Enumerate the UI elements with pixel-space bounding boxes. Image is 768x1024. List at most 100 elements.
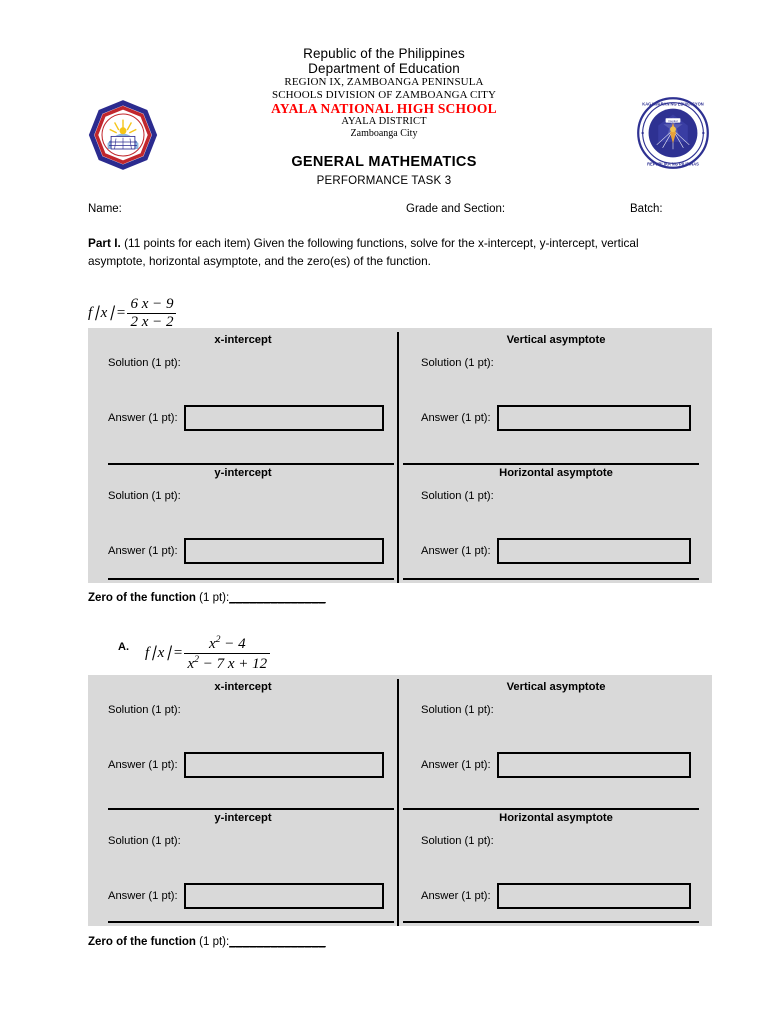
zero-of-function-blank-1[interactable]: ______________ [229, 592, 326, 604]
zero-of-function-line-1: Zero of the function (1 pt):____________… [88, 592, 326, 604]
page-subtitle: PERFORMANCE TASK 3 [316, 175, 452, 187]
header-line-city: Zamboanga City [350, 127, 418, 139]
answer-label-horizontal-asymptote-2: Answer (1 pt): [421, 890, 491, 902]
quadrant-y-intercept-2: y-intercept Solution (1 pt): Answer (1 p… [90, 812, 396, 909]
solution-label-horizontal-asymptote-2: Solution (1 pt): [421, 835, 494, 847]
zero-of-function-points-1: (1 pt): [195, 592, 230, 604]
header-line-deped: Department of Education [308, 61, 460, 77]
answer-label-y-intercept-1: Answer (1 pt): [108, 545, 178, 557]
svg-text:DepEd: DepEd [668, 119, 677, 123]
quadrant-y-intercept-1: y-intercept Solution (1 pt): Answer (1 p… [90, 467, 396, 564]
answer-row-horizontal-asymptote-2: Answer (1 pt): [403, 847, 709, 909]
answer-box-horizontal-asymptote-2[interactable] [496, 883, 691, 909]
quadrant-title-y-intercept-2: y-intercept [214, 812, 272, 824]
quadrant-horizontal-asymptote-1: Horizontal asymptote Solution (1 pt): An… [403, 467, 709, 564]
quadrant-vertical-asymptote-1: Vertical asymptote Solution (1 pt): Answ… [403, 334, 709, 431]
row-divider-left-1 [108, 463, 394, 465]
solution-label-y-intercept-1: Solution (1 pt): [108, 490, 181, 502]
ayala-national-high-school-seal-icon [88, 100, 158, 170]
solution-label-vertical-asymptote-1: Solution (1 pt): [421, 357, 494, 369]
zero-of-function-blank-2[interactable]: ______________ [229, 936, 326, 948]
fraction-1: 6 x − 9 2 x − 2 [127, 296, 177, 332]
function-notation-2: f∣x∣= [145, 645, 184, 662]
header-line-republic: Republic of the Philippines [303, 46, 465, 61]
svg-text:KAGAWARAN NG EDUKASYON: KAGAWARAN NG EDUKASYON [642, 102, 703, 107]
name-label: Name: [88, 203, 122, 215]
function-formula-2: f∣x∣= x2 − 4 x2 − 7 x + 12 [145, 634, 271, 674]
quadrant-title-horizontal-asymptote-2: Horizontal asymptote [499, 812, 613, 824]
function-notation-1: f∣x∣= [88, 305, 127, 322]
clipped-row-divider-left-2 [108, 921, 394, 923]
school-header-text: Republic of the Philippines Department o… [184, 46, 584, 139]
solution-label-y-intercept-2: Solution (1 pt): [108, 835, 181, 847]
zero-of-function-label-1: Zero of the function [88, 592, 196, 604]
answer-box-x-intercept-2[interactable] [183, 752, 384, 778]
instructions-body: (11 points for each item) Given the foll… [88, 236, 639, 269]
svg-text:REPUBLIKA NG PILIPINAS: REPUBLIKA NG PILIPINAS [647, 162, 699, 167]
numerator-2: x2 − 4 [184, 634, 271, 655]
answer-row-vertical-asymptote-2: Answer (1 pt): [403, 716, 709, 778]
quadrant-title-y-intercept-1: y-intercept [214, 467, 272, 479]
solution-label-vertical-asymptote-2: Solution (1 pt): [421, 704, 494, 716]
answer-label-y-intercept-2: Answer (1 pt): [108, 890, 178, 902]
answer-row-horizontal-asymptote-1: Answer (1 pt): [403, 502, 709, 564]
clipped-row-divider-left-1 [108, 578, 394, 580]
vertical-divider-2 [397, 679, 399, 926]
quadrant-title-x-intercept-2: x-intercept [214, 681, 272, 693]
answer-box-y-intercept-1[interactable] [183, 538, 384, 564]
answer-row-x-intercept-1: Answer (1 pt): [90, 369, 396, 431]
clipped-row-divider-right-2 [403, 921, 699, 923]
row-divider-right-1 [403, 463, 699, 465]
batch-label: Batch: [630, 203, 663, 215]
quadrant-x-intercept-1: x-intercept Solution (1 pt): Answer (1 p… [90, 334, 396, 431]
answer-row-y-intercept-1: Answer (1 pt): [90, 502, 396, 564]
solution-label-x-intercept-2: Solution (1 pt): [108, 704, 181, 716]
header-line-school: AYALA NATIONAL HIGH SCHOOL [271, 100, 497, 116]
solution-label-x-intercept-1: Solution (1 pt): [108, 357, 181, 369]
page-title: GENERAL MATHEMATICS [291, 154, 477, 170]
answer-box-horizontal-asymptote-1[interactable] [496, 538, 691, 564]
header-line-district: AYALA DISTRICT [341, 115, 427, 127]
department-of-education-seal-icon: DepEd KAGAWARAN NG EDUKASYON REPUBLIKA N… [636, 96, 710, 170]
quadrant-title-vertical-asymptote-2: Vertical asymptote [506, 681, 606, 693]
instructions-part-label: Part I. [88, 236, 121, 250]
denominator-2: x2 − 7 x + 12 [187, 654, 268, 673]
quadrant-horizontal-asymptote-2: Horizontal asymptote Solution (1 pt): An… [403, 812, 709, 909]
solution-label-horizontal-asymptote-1: Solution (1 pt): [421, 490, 494, 502]
row-divider-right-2 [403, 808, 699, 810]
zero-of-function-label-2: Zero of the function [88, 936, 196, 948]
quadrant-title-horizontal-asymptote-1: Horizontal asymptote [499, 467, 613, 479]
item-letter-a: A. [118, 641, 129, 653]
vertical-divider-1 [397, 332, 399, 583]
header-line-region: REGION IX, ZAMBOANGA PENINSULA [284, 76, 484, 89]
function-formula-1: f∣x∣= 6 x − 9 2 x − 2 [88, 296, 177, 332]
grade-and-section-label: Grade and Section: [406, 203, 506, 215]
answer-label-horizontal-asymptote-1: Answer (1 pt): [421, 545, 491, 557]
answer-box-y-intercept-2[interactable] [183, 883, 384, 909]
answer-row-x-intercept-2: Answer (1 pt): [90, 716, 396, 778]
instructions-paragraph: Part I. (11 points for each item) Given … [88, 234, 660, 271]
denominator-1: 2 x − 2 [130, 314, 174, 331]
fraction-2: x2 − 4 x2 − 7 x + 12 [184, 634, 271, 674]
answer-label-x-intercept-2: Answer (1 pt): [108, 759, 178, 771]
answer-label-vertical-asymptote-1: Answer (1 pt): [421, 412, 491, 424]
header-line-division: SCHOOLS DIVISION OF ZAMBOANGA CITY [271, 88, 497, 101]
answer-grid-2: x-intercept Solution (1 pt): Answer (1 p… [88, 675, 712, 926]
answer-label-vertical-asymptote-2: Answer (1 pt): [421, 759, 491, 771]
numerator-1: 6 x − 9 [127, 296, 177, 315]
quadrant-x-intercept-2: x-intercept Solution (1 pt): Answer (1 p… [90, 681, 396, 778]
answer-box-vertical-asymptote-2[interactable] [496, 752, 691, 778]
zero-of-function-points-2: (1 pt): [195, 936, 230, 948]
answer-row-y-intercept-2: Answer (1 pt): [90, 847, 396, 909]
quadrant-vertical-asymptote-2: Vertical asymptote Solution (1 pt): Answ… [403, 681, 709, 778]
letterhead: Republic of the Philippines Department o… [0, 46, 768, 170]
quadrant-title-vertical-asymptote-1: Vertical asymptote [506, 334, 606, 346]
answer-label-x-intercept-1: Answer (1 pt): [108, 412, 178, 424]
answer-row-vertical-asymptote-1: Answer (1 pt): [403, 369, 709, 431]
answer-box-vertical-asymptote-1[interactable] [496, 405, 691, 431]
answer-box-x-intercept-1[interactable] [183, 405, 384, 431]
answer-grid-1: x-intercept Solution (1 pt): Answer (1 p… [88, 328, 712, 583]
zero-of-function-line-2: Zero of the function (1 pt):____________… [88, 936, 326, 948]
clipped-row-divider-right-1 [403, 578, 699, 580]
